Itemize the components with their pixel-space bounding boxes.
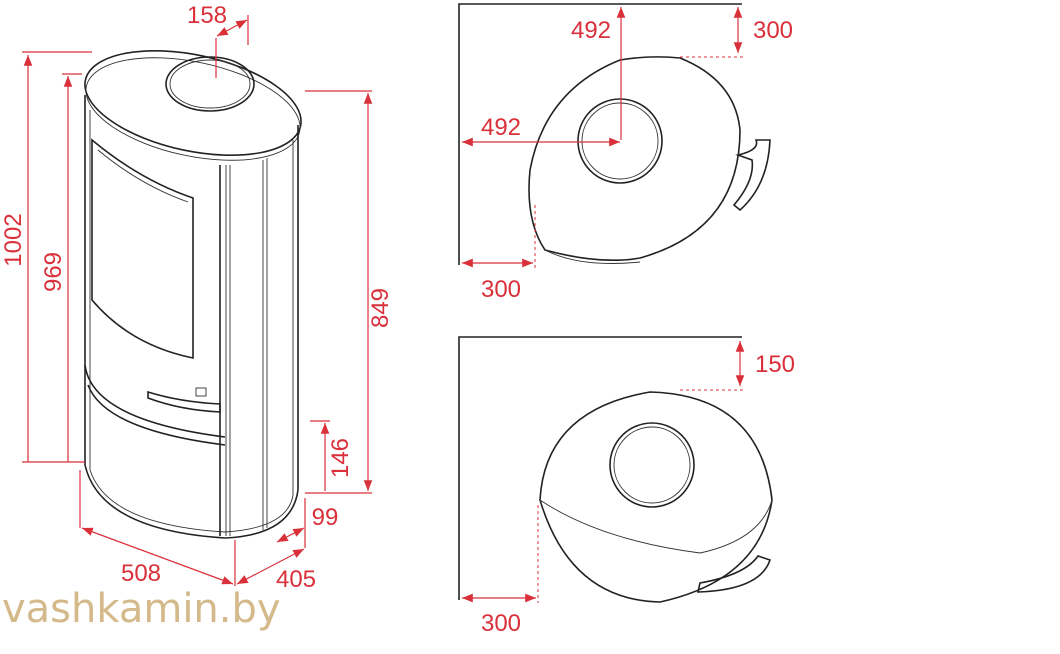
dim-flue-from-wall-y: 492 [571,17,611,44]
handle-plan [696,555,772,593]
handle-plan [732,139,771,212]
stove-plan [539,391,773,603]
dim-air-inlet-height: 146 [327,438,354,478]
dim-air-inlet-offset: 99 [312,504,339,531]
flue-plan [577,98,663,184]
dim-clearance-back: 150 [755,351,795,378]
front-dimensions: 1002 969 849 146 158 508 405 99 [0,2,394,593]
dim-flue-offset: 158 [187,2,227,29]
stove-plan [528,56,741,262]
plan-wall-installation: 150 300 [458,336,795,637]
plan-corner-installation: 492 300 492 300 [458,3,793,303]
dim-flue-height: 849 [367,288,394,328]
dim-top-height: 969 [40,252,67,292]
stove-base [84,464,299,539]
wall-corner [458,3,742,265]
stove-front-view [84,49,302,539]
dim-total-height: 1002 [0,213,27,266]
door-handle [147,390,221,413]
dim-clearance-side: 300 [481,610,521,637]
flue-outlet [165,56,255,112]
dim-flue-from-wall-x: 492 [481,114,521,141]
watermark: vashkamin.by [2,586,281,632]
stove-top [84,49,302,157]
stove-door-glass [91,138,194,359]
dim-clearance-back: 300 [753,17,793,44]
flue-plan [609,422,695,508]
dim-clearance-side: 300 [481,276,521,303]
dim-depth: 405 [276,566,316,593]
wall-straight [458,336,742,600]
dim-width: 508 [121,560,161,587]
